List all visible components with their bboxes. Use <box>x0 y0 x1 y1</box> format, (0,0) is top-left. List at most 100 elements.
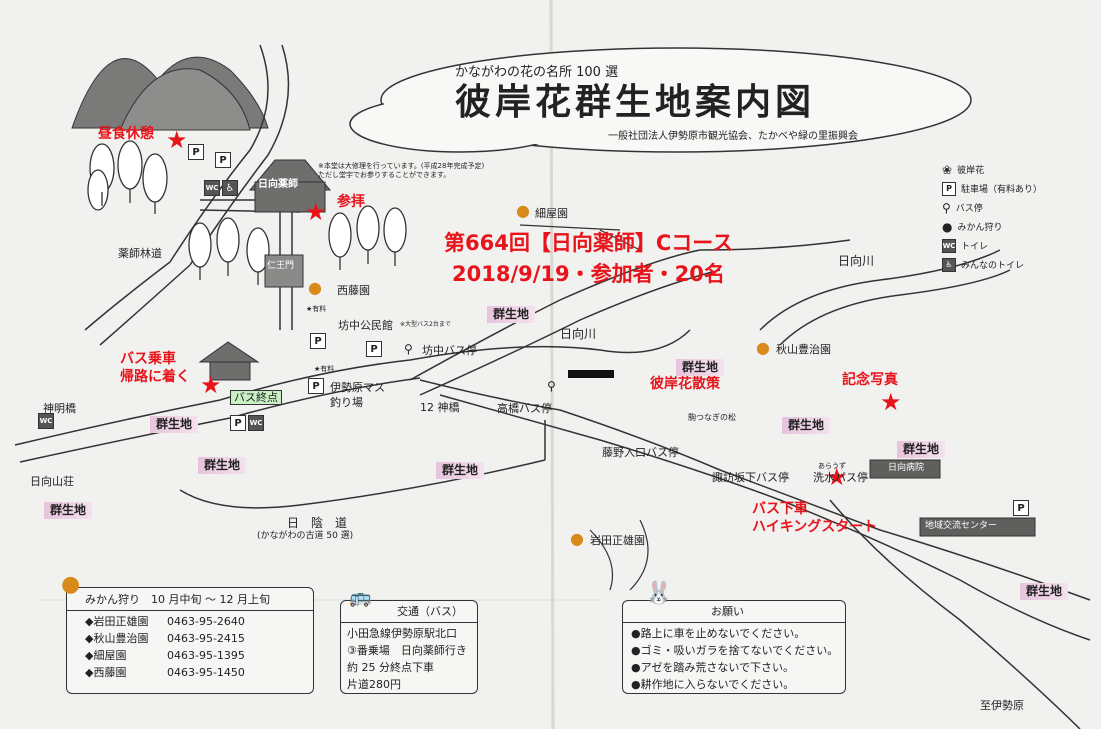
mikan-icon: ● <box>61 572 81 597</box>
star-icon: ★ <box>880 388 902 416</box>
mikan-icon: ● <box>308 278 322 297</box>
annotation-hiking-start: ハイキングスタート <box>752 519 878 535</box>
to-isehara-label: 至伊勢原 <box>980 699 1024 712</box>
map-title: 彼岸花群生地案内図 <box>455 81 816 123</box>
annotation-lunch: 昼食休憩 <box>98 126 154 142</box>
bus-stop-icon: ⚲ <box>942 200 951 215</box>
legend: ❀ 彼岸花 P 駐車場（有料あり） ⚲ バス停 ● みかん狩り WC トイレ ♿… <box>942 160 1082 274</box>
colony-badge: 群生地 <box>676 359 725 377</box>
colony-badge: 群生地 <box>1020 583 1069 601</box>
map-organizers: 一般社団法人伊勢原市観光協会、たかべや緑の里振興会 <box>608 131 858 142</box>
transport-line: 片道280円 <box>347 678 401 691</box>
colony-badge: 群生地 <box>782 417 831 435</box>
mikan-icon: ● <box>516 201 530 220</box>
hosoya-label: 細屋園 <box>535 207 568 220</box>
takahashi-stop-label: 高橋バス停 <box>497 402 552 415</box>
bochu-stop-label: 坊中バス停 <box>422 344 477 357</box>
legend-label: トイレ <box>961 242 989 252</box>
river-label: 日向川 <box>560 327 597 341</box>
hikagemichi-label: 日 陰 道 <box>287 516 348 530</box>
transport-line: 小田急線伊勢原駅北口 <box>347 627 457 640</box>
center-label: 地域交流センター <box>925 521 998 531</box>
colony-badge: 群生地 <box>436 462 485 480</box>
river-label: 日向川 <box>838 254 875 268</box>
hyuga-sanso-label: 日向山荘 <box>30 475 74 488</box>
transport-line: 約 25 分終点下車 <box>347 661 434 674</box>
legend-label: みんなのトイレ <box>961 261 1025 271</box>
colony-badge: 群生地 <box>897 441 946 459</box>
toilet-icon: WC <box>248 415 264 431</box>
iwata-label: 岩田正雄園 <box>590 534 645 547</box>
colony-badge: 群生地 <box>487 306 536 324</box>
legend-label: 駐車場（有料あり） <box>961 185 1043 195</box>
parking-icon: P <box>215 152 231 168</box>
colony-badge: 群生地 <box>198 457 247 475</box>
bus-terminal-label: バス終点 <box>230 390 282 405</box>
hospital-label: 日向病院 <box>888 463 925 473</box>
toilet-icon: WC <box>204 180 220 196</box>
request-item: ●ゴミ・吸いガラを捨てないでください。 <box>631 644 839 657</box>
legend-item: ♿ みんなのトイレ <box>942 255 1082 274</box>
colony-badge: 群生地 <box>150 416 199 434</box>
parking-icon: P <box>308 378 324 394</box>
rabbit-mascot-icon: 🐰 <box>645 581 673 606</box>
bus-stop-icon: ⚲ <box>547 379 556 393</box>
legend-item: ● みかん狩り <box>942 217 1082 236</box>
legend-item: ❀ 彼岸花 <box>942 160 1082 179</box>
hikagemichi-sub: (かながわの古道 50 選) <box>257 531 354 541</box>
bus-icon: 🚌 <box>349 587 372 608</box>
niomon-label: 仁王門 <box>267 261 295 271</box>
parking-icon: P <box>188 144 204 160</box>
mikan-icon: ● <box>756 338 770 357</box>
toilet-icon: WC <box>942 238 956 253</box>
legend-item: P 駐車場（有料あり） <box>942 179 1082 198</box>
annotation-bus-off: バス下車 <box>752 501 808 517</box>
paid-note: ★有料 <box>314 365 335 373</box>
bus-stop-icon: ⚲ <box>404 342 413 356</box>
arai-ruby: あらうず <box>818 462 846 470</box>
request-info-box: 🐰 お願い ●路上に車を止めないでください。 ●ゴミ・吸いガラを捨てないでくださ… <box>622 581 846 694</box>
event-title: 第664回【日向薬師】Cコース <box>444 231 734 255</box>
masu-label: 伊勢原マス 釣り場 <box>330 381 385 410</box>
star-icon: ★ <box>166 126 188 154</box>
shinmeibashi-label: 神明橋 <box>43 402 76 415</box>
request-item: ●耕作地に入らないでください。 <box>631 678 795 691</box>
accessible-toilet-icon: ♿ <box>222 180 238 196</box>
parking-icon: P <box>230 415 246 431</box>
request-item: ●路上に車を止めないでください。 <box>631 627 806 640</box>
star-icon: ★ <box>305 198 327 226</box>
annotation-photo: 記念写真 <box>842 372 898 388</box>
transport-line: ③番乗場 日向薬師行き <box>347 644 467 657</box>
transport-box-title: 交通（バス） <box>397 605 463 618</box>
legend-label: みかん狩り <box>957 223 1003 233</box>
legend-item: ⚲ バス停 <box>942 198 1082 217</box>
higanbana-icon: ❀ <box>942 162 953 177</box>
legend-label: バス停 <box>955 204 983 214</box>
legend-label: 彼岸花 <box>957 166 985 176</box>
mikan-icon: ● <box>942 219 953 234</box>
juni-jinbashi-label: 12 神橋 <box>420 401 460 414</box>
annotation-worship: 参拝 <box>337 194 365 210</box>
parking-icon: P <box>310 333 326 349</box>
colony-badge: 群生地 <box>44 502 93 520</box>
parking-icon: P <box>366 341 382 357</box>
event-date: 2018/9/19・参加者・20名 <box>452 262 725 286</box>
arai-stop-label: 洗水バス停 <box>813 471 868 484</box>
saito-label: 西藤園 <box>337 284 370 297</box>
mikan-icon: ● <box>570 529 584 548</box>
star-icon: ★ <box>200 371 222 399</box>
legend-item: WC トイレ <box>942 236 1082 255</box>
temple-note: ※本堂は大修理を行っています。(平成28年完成予定) ただし堂宇でお参りすること… <box>318 162 485 180</box>
annotation-walk: 彼岸花散策 <box>650 376 720 392</box>
accessible-toilet-icon: ♿ <box>942 257 956 272</box>
suwazaka-stop-label: 諏訪坂下バス停 <box>712 471 789 484</box>
request-item: ●アゼを踏み荒さないで下さい。 <box>631 661 795 674</box>
temple-label: 日向薬師 <box>258 179 298 190</box>
paid-note: ※大型バス2台まで <box>400 321 451 328</box>
